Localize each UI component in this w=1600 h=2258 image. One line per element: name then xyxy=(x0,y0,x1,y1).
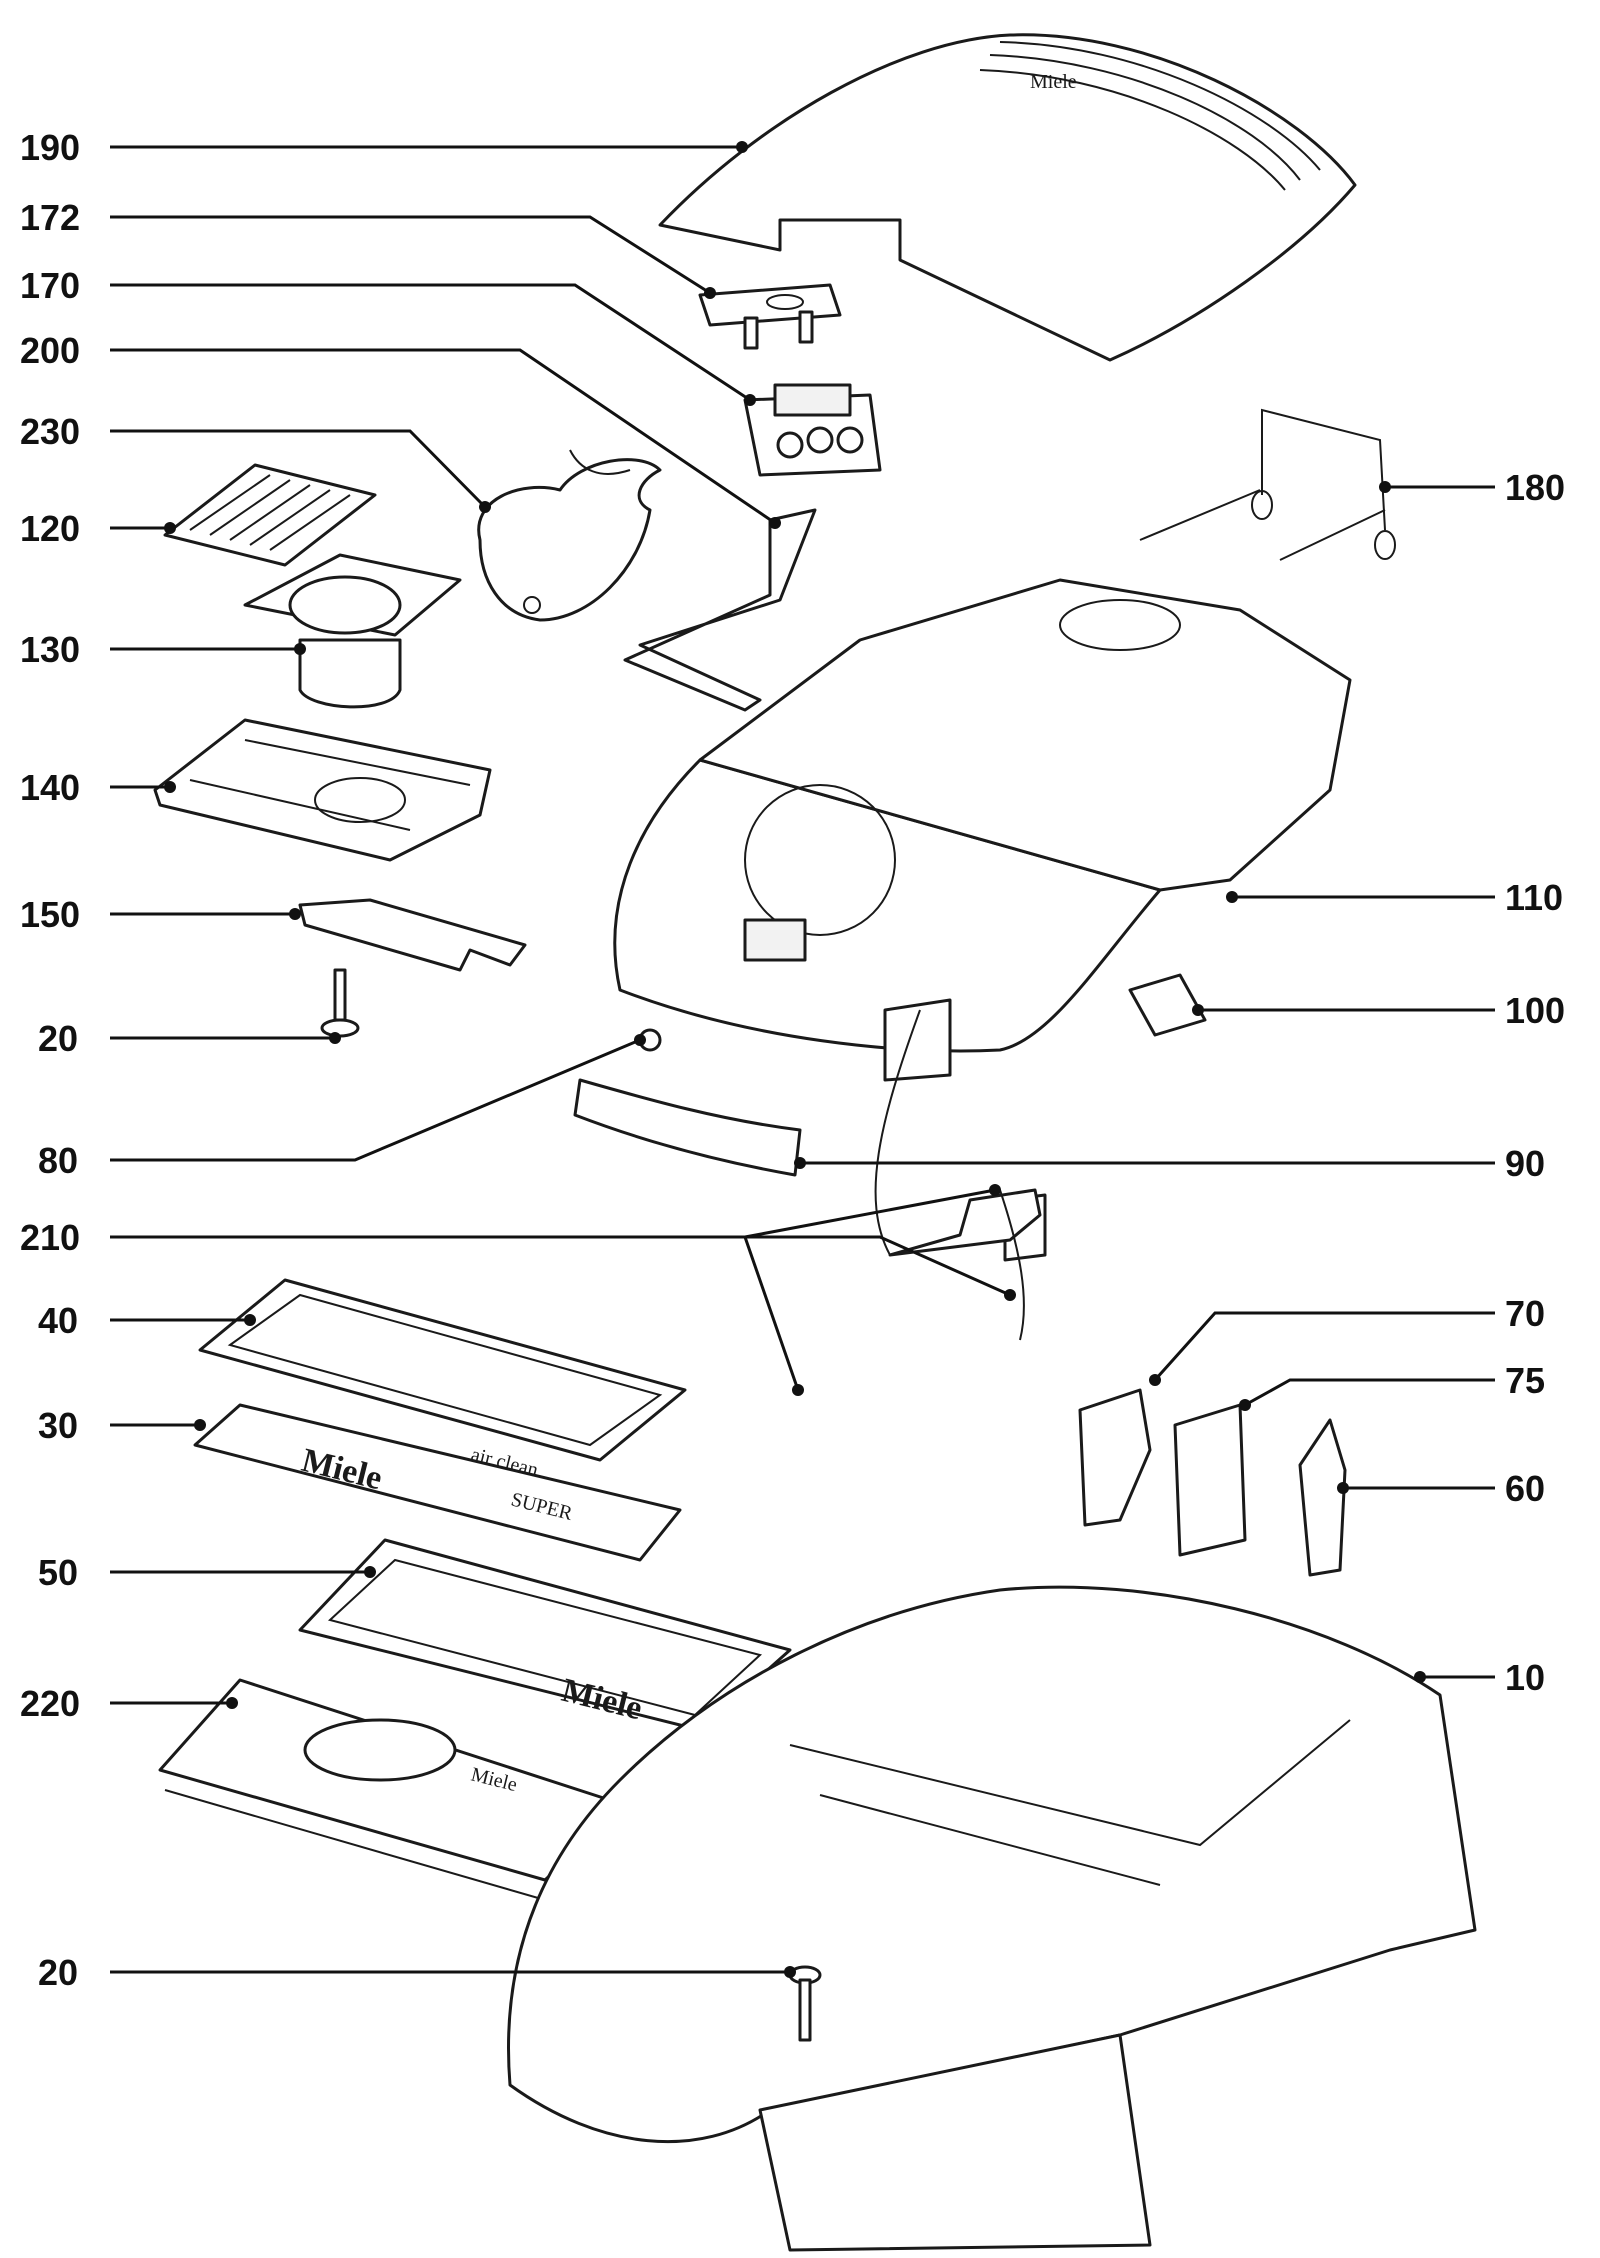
callout-20-bottom: 20 xyxy=(38,1952,78,1993)
callout-230: 230 xyxy=(20,411,80,452)
part-40-filter-frame xyxy=(198,1278,687,1462)
part-180-springs xyxy=(1139,408,1396,561)
part-100-cap xyxy=(1128,973,1207,1037)
part-130-socket xyxy=(243,553,462,709)
callout-180: 180 xyxy=(1505,467,1565,508)
part-200-lever xyxy=(623,508,817,712)
callout-140: 140 xyxy=(20,767,80,808)
callout-100: 100 xyxy=(1505,990,1565,1031)
part-75-bracket xyxy=(1173,1403,1247,1557)
callout-10: 10 xyxy=(1505,1657,1545,1698)
part-90-handle xyxy=(573,1078,802,1177)
callout-70: 70 xyxy=(1505,1293,1545,1334)
callout-labels: 190 172 170 200 230 120 130 140 150 20 8… xyxy=(20,127,1565,1993)
part-190-top-cover: Miele xyxy=(658,33,1357,362)
callout-150: 150 xyxy=(20,894,80,935)
part-190-brand-text: Miele xyxy=(1030,71,1077,93)
part-70-bracket xyxy=(1078,1388,1152,1527)
leader-lines xyxy=(110,145,1495,1974)
part-140-tray xyxy=(153,718,492,862)
callout-50: 50 xyxy=(38,1552,78,1593)
part-120-grill xyxy=(163,463,377,567)
callout-30: 30 xyxy=(38,1405,78,1446)
callout-60: 60 xyxy=(1505,1468,1545,1509)
part-20-screw-top xyxy=(320,968,360,1038)
callout-75: 75 xyxy=(1505,1360,1545,1401)
callout-110: 110 xyxy=(1505,877,1563,918)
part-30-filter-sheet: Miele air clean SUPER xyxy=(193,1403,682,1562)
part-10-base xyxy=(506,1585,1477,2252)
part-50-hepa-filter: Miele xyxy=(298,1538,792,1732)
callout-90: 90 xyxy=(1505,1143,1545,1184)
part-60-bracket xyxy=(1298,1418,1347,1577)
part-230-round-cover xyxy=(477,449,662,622)
callout-200: 200 xyxy=(20,330,80,371)
callout-170: 170 xyxy=(20,265,80,306)
part-150-latch xyxy=(298,898,527,972)
callout-20-top: 20 xyxy=(38,1018,78,1059)
callout-120: 120 xyxy=(20,508,80,549)
callout-80: 80 xyxy=(38,1140,78,1181)
part-20-screw-bottom xyxy=(788,1965,822,2042)
callout-210: 210 xyxy=(20,1217,80,1258)
part-170-switch xyxy=(743,383,882,477)
callout-130: 130 xyxy=(20,629,80,670)
part-210-cable-switches xyxy=(874,998,1047,1341)
callout-40: 40 xyxy=(38,1300,78,1341)
callout-220: 220 xyxy=(20,1683,80,1724)
callout-190: 190 xyxy=(20,127,80,168)
callout-172: 172 xyxy=(20,197,80,238)
part-110-upper-body xyxy=(613,578,1352,1053)
part-172-plate xyxy=(698,283,842,350)
leader-dots xyxy=(164,141,1426,1978)
